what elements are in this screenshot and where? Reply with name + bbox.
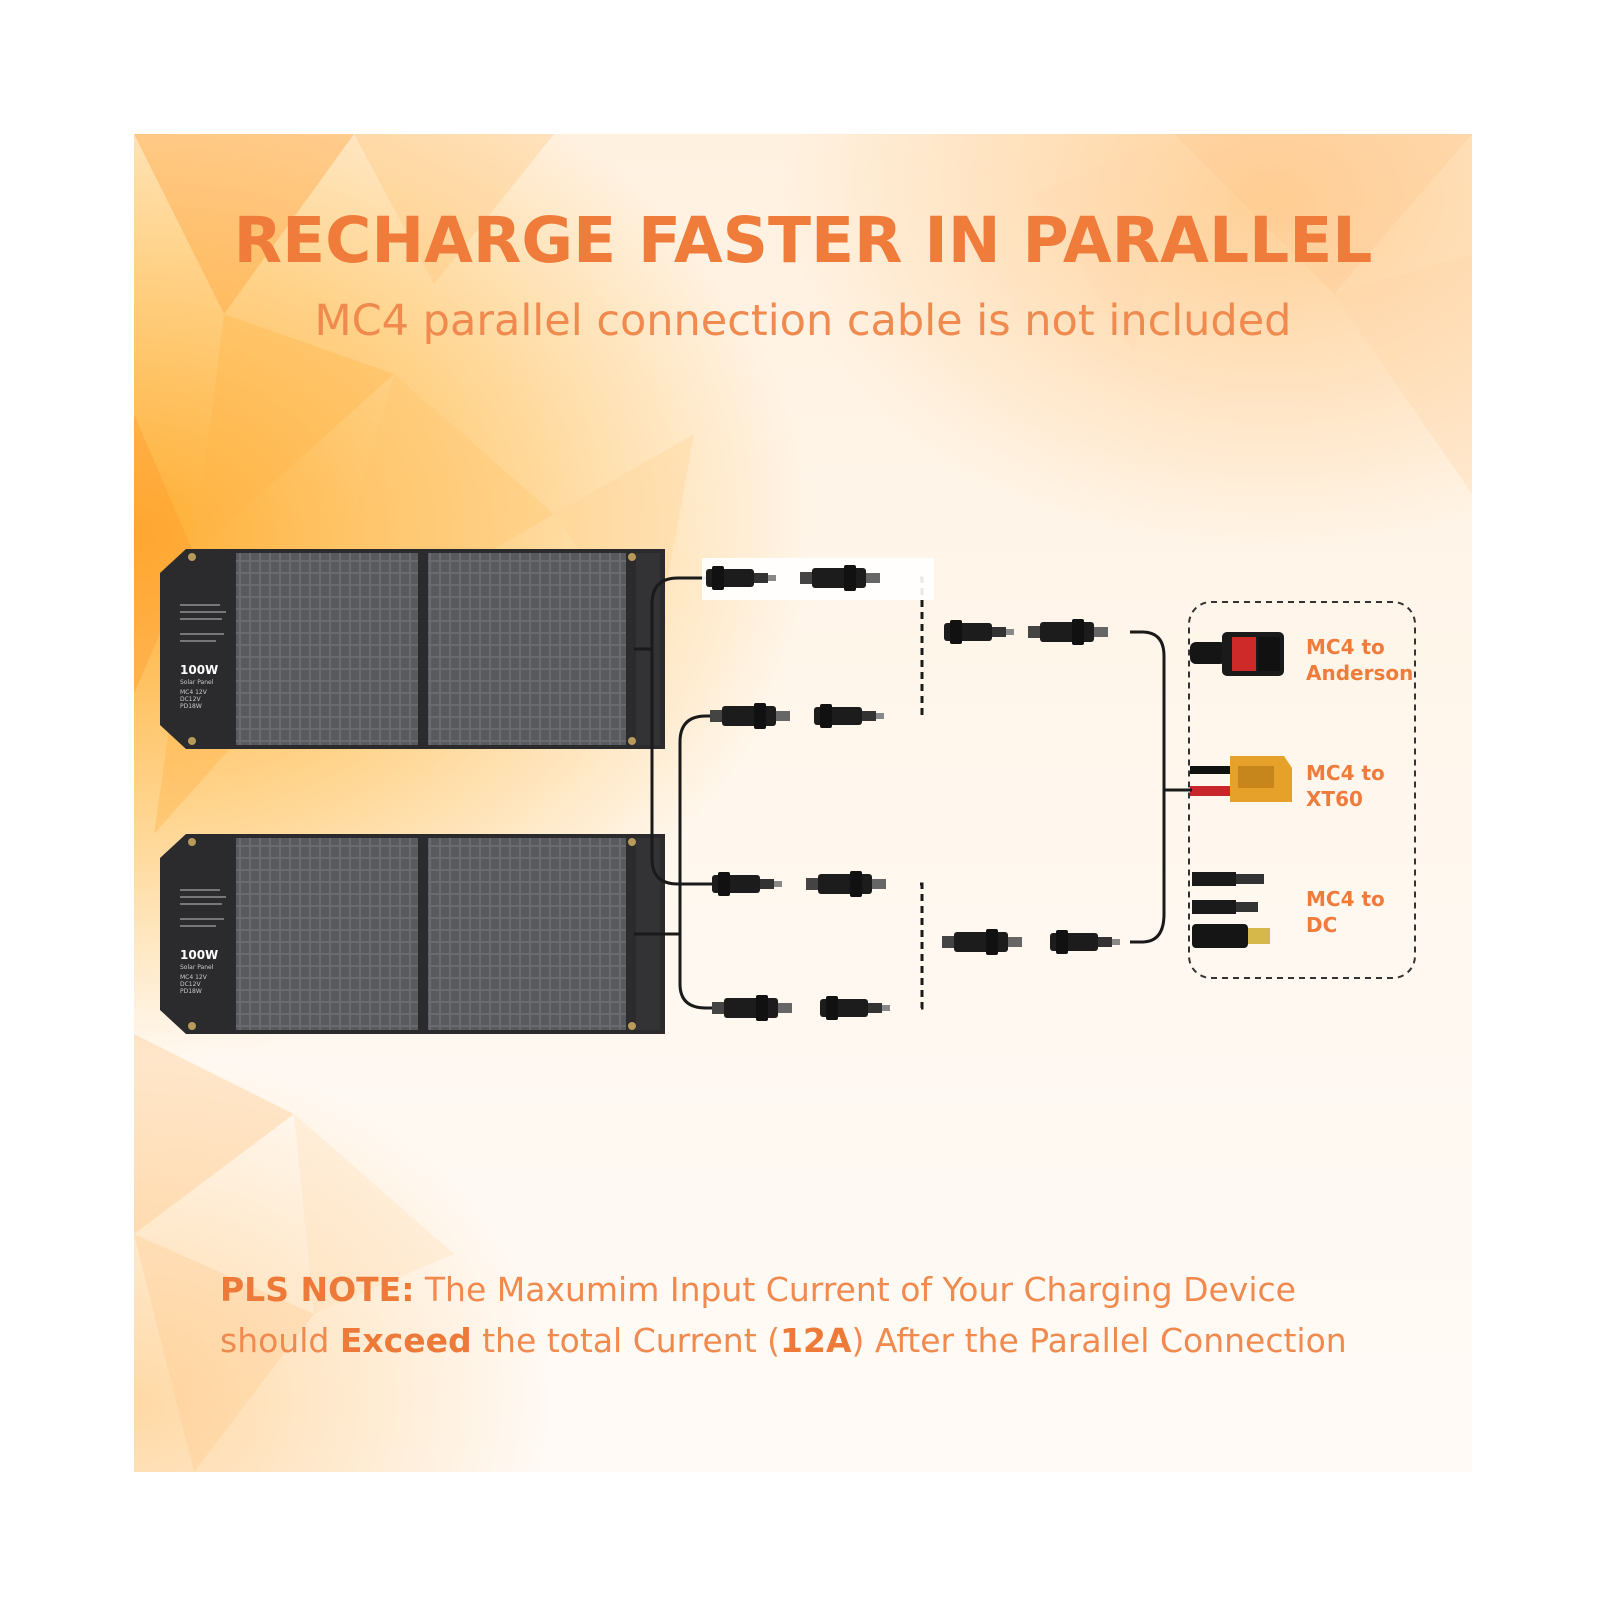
output-adapters-box	[1188, 601, 1416, 979]
mc4-connector-set-3	[712, 871, 886, 897]
note-emphasis: Exceed	[339, 1321, 472, 1360]
infographic-card: RECHARGE FASTER IN PARALLEL MC4 parallel…	[134, 134, 1472, 1472]
note-part1: The Maxumim Input Current of Your Chargi…	[414, 1270, 1296, 1309]
panel-top-spec-3: PD18W	[180, 703, 202, 710]
panel-top-spec-2: DC12V	[180, 696, 201, 703]
headline: RECHARGE FASTER IN PARALLEL	[233, 204, 1373, 277]
anderson-connector	[1190, 632, 1284, 676]
output-label-xt60: MC4 to XT60	[1306, 760, 1385, 812]
output-label-anderson: MC4 to Anderson	[1306, 634, 1413, 686]
dashed-links	[920, 576, 924, 1010]
output-label-xt60-line1: MC4 to	[1306, 761, 1385, 785]
dc-connectors	[1192, 872, 1270, 948]
panel-top-watt: 100W	[180, 663, 218, 677]
panel-bottom-watt: 100W	[180, 948, 218, 962]
output-label-anderson-line2: Anderson	[1306, 661, 1414, 685]
mc4-connector-set-2	[710, 703, 884, 729]
pls-note: PLS NOTE: The Maxumim Input Current of Y…	[220, 1264, 1420, 1366]
subheadline: MC4 parallel connection cable is not inc…	[314, 296, 1292, 346]
note-part2: should	[220, 1321, 340, 1360]
solar-panel-top	[160, 549, 665, 749]
xt60-connector	[1190, 756, 1292, 802]
output-label-dc-line2: DC	[1306, 913, 1338, 937]
panel-bottom-spec-2: DC12V	[180, 981, 201, 988]
note-part3: the total Current (	[471, 1321, 781, 1360]
mc4-connector-set-1	[702, 558, 934, 600]
note-current: 12A	[780, 1321, 852, 1360]
panel-top-spec-1: MC4 12V	[180, 689, 208, 696]
mc4-connector-merge-top	[944, 619, 1108, 645]
cable-wires	[634, 576, 1190, 1010]
panel-top-type: Solar Panel	[180, 679, 214, 686]
output-label-anderson-line1: MC4 to	[1306, 635, 1385, 659]
mc4-connector-merge-bottom	[942, 929, 1120, 955]
panel-bottom-spec-3: PD18W	[180, 988, 202, 995]
note-prefix: PLS NOTE:	[220, 1270, 415, 1309]
mc4-connector-set-4	[712, 995, 890, 1021]
note-part4: ) After the Parallel Connection	[851, 1321, 1347, 1360]
panel-bottom-spec-1: MC4 12V	[180, 974, 208, 981]
panel-bottom-type: Solar Panel	[180, 964, 214, 971]
output-label-xt60-line2: XT60	[1306, 787, 1363, 811]
parallel-connection-diagram: 100W Solar Panel MC4 12V DC12V PD18W 100…	[160, 549, 1416, 1034]
solar-panel-bottom	[160, 834, 665, 1034]
output-label-dc: MC4 to DC	[1306, 886, 1385, 938]
output-label-dc-line1: MC4 to	[1306, 887, 1385, 911]
